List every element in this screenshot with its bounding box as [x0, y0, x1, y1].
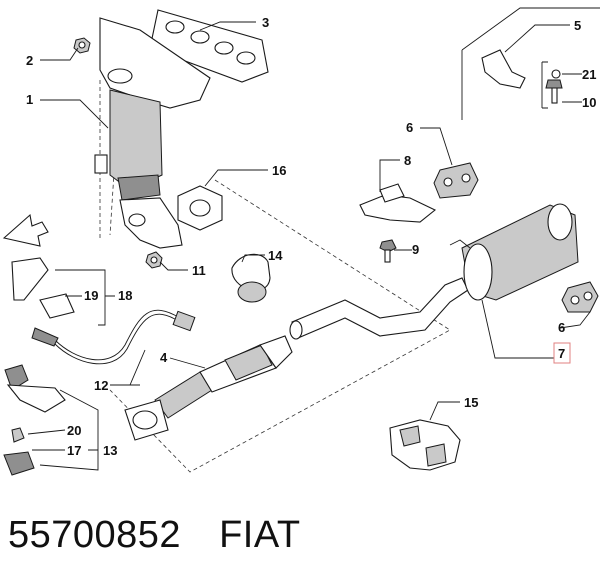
callout-15: 15	[464, 395, 478, 410]
leader-lines	[27, 21, 591, 471]
callout-5: 5	[574, 18, 581, 33]
clamp-14	[231, 253, 271, 303]
callout-18: 18	[118, 288, 132, 303]
callout-14: 14	[268, 248, 283, 263]
flange-gasket-16	[177, 185, 223, 231]
callout-1: 1	[26, 92, 33, 107]
callout-4: 4	[160, 350, 168, 365]
callout-2: 2	[26, 53, 33, 68]
callouts: 1 2 3 4 5 6 6 7 8 9 10 11 12 13 14 15 16…	[26, 15, 596, 458]
callout-12: 12	[94, 378, 108, 393]
rubber-mount-6-upper	[433, 162, 479, 199]
footer: 55700852 FIAT	[8, 500, 598, 570]
callout-17: 17	[67, 443, 81, 458]
washer-21	[551, 69, 561, 79]
rubber-mount-6-lower	[561, 281, 599, 313]
hanger-bracket-8	[359, 183, 437, 223]
support-bracket-5	[481, 49, 526, 89]
callout-8: 8	[404, 153, 411, 168]
callout-19: 19	[84, 288, 98, 303]
callout-13: 13	[103, 443, 117, 458]
group-outline-5	[461, 7, 600, 120]
manifold-catalyst	[94, 17, 211, 249]
callout-21: 21	[582, 67, 596, 82]
part-number: 55700852	[8, 513, 182, 556]
brand-name: FIAT	[219, 513, 301, 556]
bolt-10	[545, 79, 563, 104]
rear-silencer	[449, 203, 579, 301]
intermediate-pipe	[289, 277, 469, 340]
callout-9: 9	[412, 242, 419, 257]
direction-arrow-icon	[2, 213, 49, 247]
bolt-9	[379, 239, 397, 263]
bracket-13	[3, 364, 66, 476]
callout-20: 20	[67, 423, 81, 438]
manifold-gasket	[149, 9, 269, 83]
callout-11: 11	[192, 263, 206, 278]
callout-7: 7	[558, 346, 565, 361]
callout-10: 10	[582, 95, 596, 110]
callout-6-upper: 6	[406, 120, 413, 135]
oxygen-sensor	[11, 257, 196, 365]
callout-16: 16	[272, 163, 286, 178]
nut-2	[73, 37, 91, 54]
heat-shield-15	[389, 419, 461, 471]
nut-11	[145, 251, 163, 269]
exhaust-system-diagram: 1 2 3 4 5 6 6 7 8 9 10 11 12 13 14 15 16…	[2, 7, 600, 476]
callout-7-highlight	[553, 342, 571, 364]
callout-3: 3	[262, 15, 269, 30]
callout-6-lower: 6	[558, 320, 565, 335]
front-pipe	[124, 335, 293, 441]
